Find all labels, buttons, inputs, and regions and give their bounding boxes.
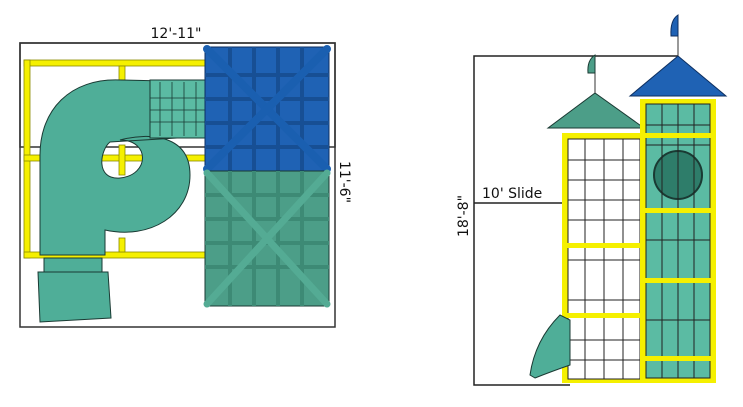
yellow-frame	[23, 59, 210, 259]
blue-roof	[203, 45, 331, 173]
plan-view: 12'-11" 11'-6"	[0, 0, 370, 407]
slide-label: 10' Slide	[482, 186, 542, 202]
tall-tower	[628, 14, 728, 383]
spiral-slide	[37, 79, 211, 323]
plan-view-drawing: 12'-11" 11'-6"	[19, 26, 352, 328]
elevation-view-drawing: 18'-8" 10' Slide	[456, 14, 728, 386]
green-roof	[203, 169, 331, 308]
height-dimension-line	[473, 55, 678, 386]
slide-exit	[529, 314, 571, 379]
footprint-outline	[19, 42, 336, 328]
height-dimension-label: 18'-8"	[456, 195, 472, 237]
elevation-view: 18'-8" 10' Slide	[440, 0, 743, 407]
width-dimension-label: 12'-11"	[151, 26, 202, 42]
depth-dimension-label: 11'-6"	[336, 161, 352, 203]
short-tower	[546, 54, 646, 383]
